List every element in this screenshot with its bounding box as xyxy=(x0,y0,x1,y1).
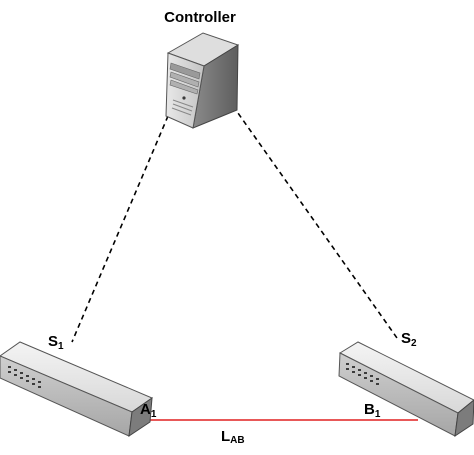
port-b1-label: B1 xyxy=(364,401,381,420)
control-link-s2 xyxy=(232,105,398,339)
link-ab-label: LAB xyxy=(221,428,245,446)
switch-s1: S1 xyxy=(0,333,154,438)
control-link-s1 xyxy=(71,115,169,343)
switch-s1-label: S1 xyxy=(48,333,64,352)
network-switch-icon xyxy=(0,341,154,438)
switch-s2-label: S2 xyxy=(401,330,417,349)
controller-label: Controller xyxy=(164,9,236,26)
server-tower-icon xyxy=(165,32,240,129)
port-a1-label: A1 xyxy=(140,401,157,420)
network-switch-icon xyxy=(338,341,474,438)
switch-s2: S2 xyxy=(338,330,474,438)
